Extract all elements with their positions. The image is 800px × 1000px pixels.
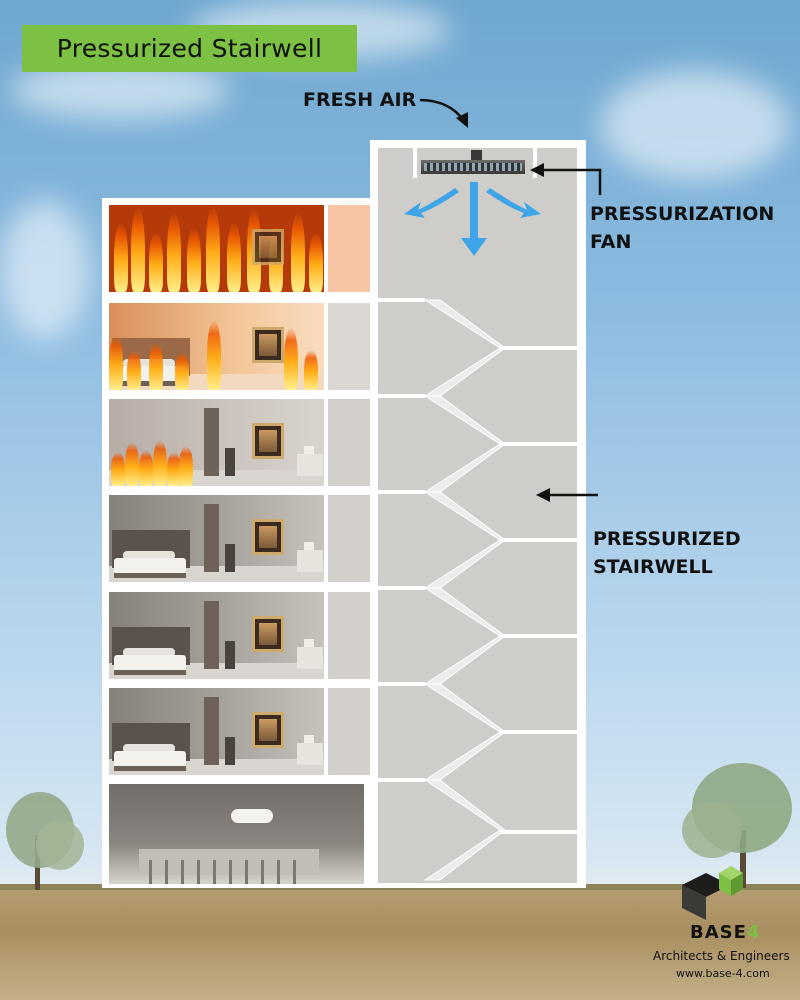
fan-intake-duct: [471, 150, 482, 160]
corridor-floor-7: [328, 205, 370, 292]
cloud-right: [600, 70, 790, 180]
room-floor-3: [109, 592, 324, 679]
stairwell-shaft: [378, 148, 577, 883]
logo-website: www.base-4.com: [676, 967, 770, 980]
room-floor-2: [109, 688, 324, 775]
corridor-floor-5: [328, 399, 370, 486]
cloud-mid-left: [0, 200, 90, 340]
room-floor-6: [109, 303, 324, 390]
pressurization-fan-label-line-2: FAN: [590, 231, 632, 253]
page-title: Pressurized Stairwell: [56, 34, 323, 63]
logo-brand-suffix: 4: [746, 922, 761, 943]
fresh-air-label: FRESH AIR: [303, 89, 417, 111]
pressurization-fan-label: PRESSURIZATION FAN: [590, 200, 774, 256]
pendant-light: [231, 809, 273, 823]
ground: [0, 887, 800, 1000]
corridor-floor-6: [328, 303, 370, 390]
fan-grill: [424, 163, 522, 171]
ground-floor-lobby: [109, 784, 364, 884]
pressurized-stairwell-label-line-1: PRESSURIZED: [593, 528, 741, 550]
logo-brand-prefix: BASE: [690, 922, 747, 943]
corridor-floor-3: [328, 592, 370, 679]
pressurized-stairwell-label-line-2: STAIRWELL: [593, 556, 713, 578]
pressurization-fan-label-line-1: PRESSURIZATION: [590, 203, 775, 225]
tree-right: [682, 763, 792, 888]
pressurized-stairwell-label: PRESSURIZED STAIRWELL: [593, 525, 741, 581]
corridor-floor-4: [328, 495, 370, 582]
logo-brand: BASE4: [690, 922, 760, 943]
title-box: Pressurized Stairwell: [22, 25, 357, 72]
room-floor-5: [109, 399, 324, 486]
lobby-bar-stools: [149, 860, 309, 884]
room-floor-4: [109, 495, 324, 582]
room-floor-7: [109, 205, 324, 292]
logo-tagline: Architects & Engineers: [653, 949, 790, 963]
airflow-arrows: [404, 182, 541, 256]
tree-left: [6, 792, 84, 890]
corridor-floor-2: [328, 688, 370, 775]
